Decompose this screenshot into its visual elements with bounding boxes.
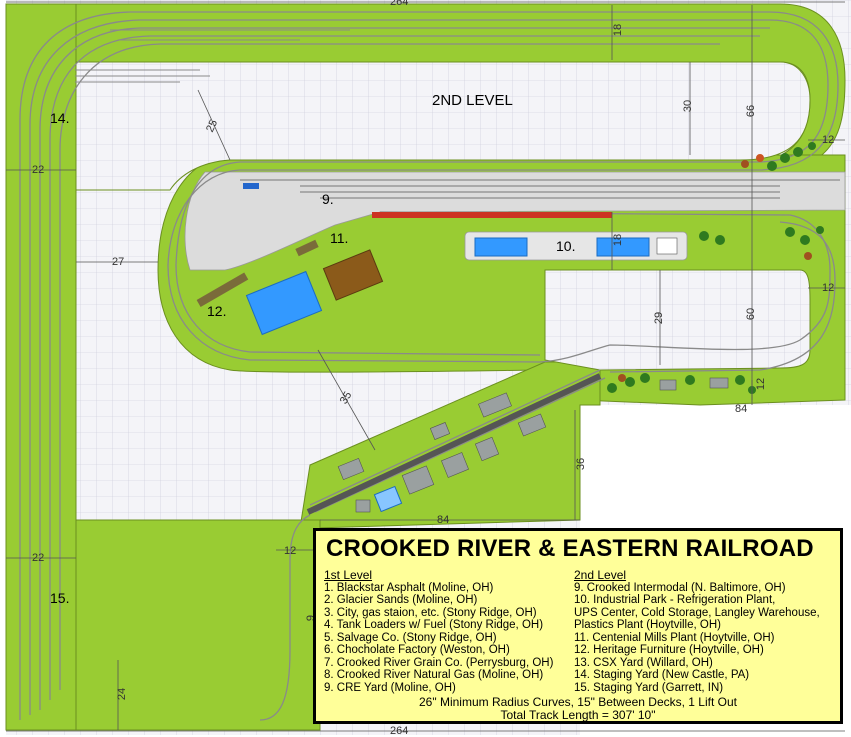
peninsula-right-inner (544, 269, 811, 371)
dirt-lot-11 (322, 249, 384, 301)
dim-18-top: 18 (612, 23, 625, 37)
area-label-11: 11. (330, 230, 349, 246)
water-pad-10a (474, 237, 528, 257)
track-bottom-loop (259, 514, 311, 721)
area-label-9: 9. (322, 191, 334, 207)
dim-bottom-264: 264 (390, 725, 409, 737)
dim-12-right: 12 (822, 134, 835, 146)
level1-item: 6. Chocholate Factory (Weston, OH) (324, 644, 510, 656)
dim-66: 66 (745, 104, 758, 118)
level-2-label: 2ND LEVEL (432, 92, 513, 109)
area-label-12: 12. (207, 303, 227, 319)
trees (607, 142, 824, 394)
level1-item: 3. City, gas staion, etc. (Stony Ridge, … (324, 606, 537, 619)
legend-level1: 1st Level 1. Blackstar Asphalt (Moline, … (324, 569, 553, 694)
dim-24: 24 (116, 687, 129, 701)
top-yard-tracks (75, 29, 350, 83)
footer-line-2: Total Track Length = 307' 10" (500, 708, 656, 722)
track-right-loop-2 (609, 221, 836, 373)
level2-header: 2nd Level (574, 568, 627, 582)
level1-item: 1. Blackstar Asphalt (Moline, OH) (324, 581, 494, 594)
level1-item: 8. Crooked River Natural Gas (Moline, OH… (324, 669, 544, 681)
tracks (19, 11, 840, 721)
level1-item: 9. CRE Yard (Moline, OH) (324, 681, 456, 694)
water-pad-lower (373, 485, 403, 513)
track-lower-2 (314, 377, 606, 513)
dim-12-corner: 12 (755, 377, 768, 391)
road (306, 373, 602, 515)
level1-header: 1st Level (324, 568, 373, 582)
level2-item: 11. Centenial Mills Plant (Hoytville, OH… (574, 631, 775, 644)
dim-12-right-2: 12 (822, 282, 835, 294)
dim-18-mid: 18 (612, 233, 625, 247)
dim-84-right: 84 (735, 403, 748, 415)
track-main-inner (29, 19, 829, 715)
railroad-title: CROOKED RIVER & EASTERN RAILROAD (326, 535, 814, 562)
level1-item: 5. Salvage Co. (Stony Ridge, OH) (324, 631, 497, 644)
level2-item: 14. Staging Yard (New Castle, PA) (574, 669, 750, 681)
level1-item: 2. Glacier Sands (Moline, OH) (324, 594, 478, 606)
track-main-outer (19, 11, 839, 720)
track-staging-14b (49, 35, 760, 700)
dim-22-upper: 22 (32, 164, 45, 176)
track-staging-14a (39, 27, 770, 710)
level2-item: 15. Staging Yard (Garrett, IN) (574, 681, 724, 694)
benchwork-left-column (5, 3, 77, 731)
dim-60: 60 (745, 307, 758, 321)
dim-36: 36 (575, 457, 588, 471)
level2-item: 13. CSX Yard (Willard, OH) (574, 656, 713, 669)
level1-item: 4. Tank Loaders w/ Fuel (Stony Ridge, OH… (324, 619, 544, 631)
water-pond-12 (245, 270, 323, 336)
legend-box: CROOKED RIVER & EASTERN RAILROAD 1st Lev… (313, 528, 843, 724)
dim-27: 27 (112, 256, 125, 268)
dim-top-264: 264 (390, 0, 409, 8)
top-loop-inner (75, 61, 811, 191)
dim-30: 30 (682, 99, 695, 113)
area-label-14: 14. (50, 110, 70, 126)
legend-level2: 2nd Level 9. Crooked Intermodal (N. Balt… (574, 569, 820, 694)
legend-footer: 26" Minimum Radius Curves, 15" Between D… (316, 696, 840, 722)
level1-item: 7. Crooked River Grain Co. (Perrysburg, … (324, 656, 554, 669)
lower-buildings (337, 392, 547, 513)
level2-item: UPS Center, Cold Storage, Langley Wareho… (574, 606, 820, 619)
platform-12 (196, 272, 249, 307)
level2-item: 12. Heritage Furniture (Hoytville, OH) (574, 644, 764, 656)
level2-item: Plastics Plant (Hoytville, OH) (574, 619, 721, 631)
dim-22-lower: 22 (32, 552, 45, 564)
area-label-15: 15. (50, 590, 70, 606)
level2-item: 9. Crooked Intermodal (N. Baltimore, OH) (574, 581, 786, 594)
blue-car (243, 183, 259, 189)
platform-9-red (372, 212, 612, 218)
benchwork-bottom-strip (75, 519, 321, 731)
track-lower-1 (309, 369, 601, 506)
level2-item: 10. Industrial Park - Refrigeration Plan… (574, 594, 776, 606)
yard-pad (184, 171, 846, 271)
dim-84-bottom: 84 (437, 514, 450, 526)
outside-area-left (0, 0, 6, 735)
water-pad-10b (596, 237, 650, 257)
footer-line-1: 26" Minimum Radius Curves, 15" Between D… (419, 695, 737, 709)
dim-29: 29 (653, 311, 666, 325)
dimension-lines (6, 1, 845, 732)
track-staging-14c (59, 43, 720, 690)
platform-11 (295, 239, 319, 257)
dim-12-left: 12 (284, 545, 297, 557)
right-buildings (656, 237, 729, 391)
area-label-10: 10. (556, 238, 576, 254)
